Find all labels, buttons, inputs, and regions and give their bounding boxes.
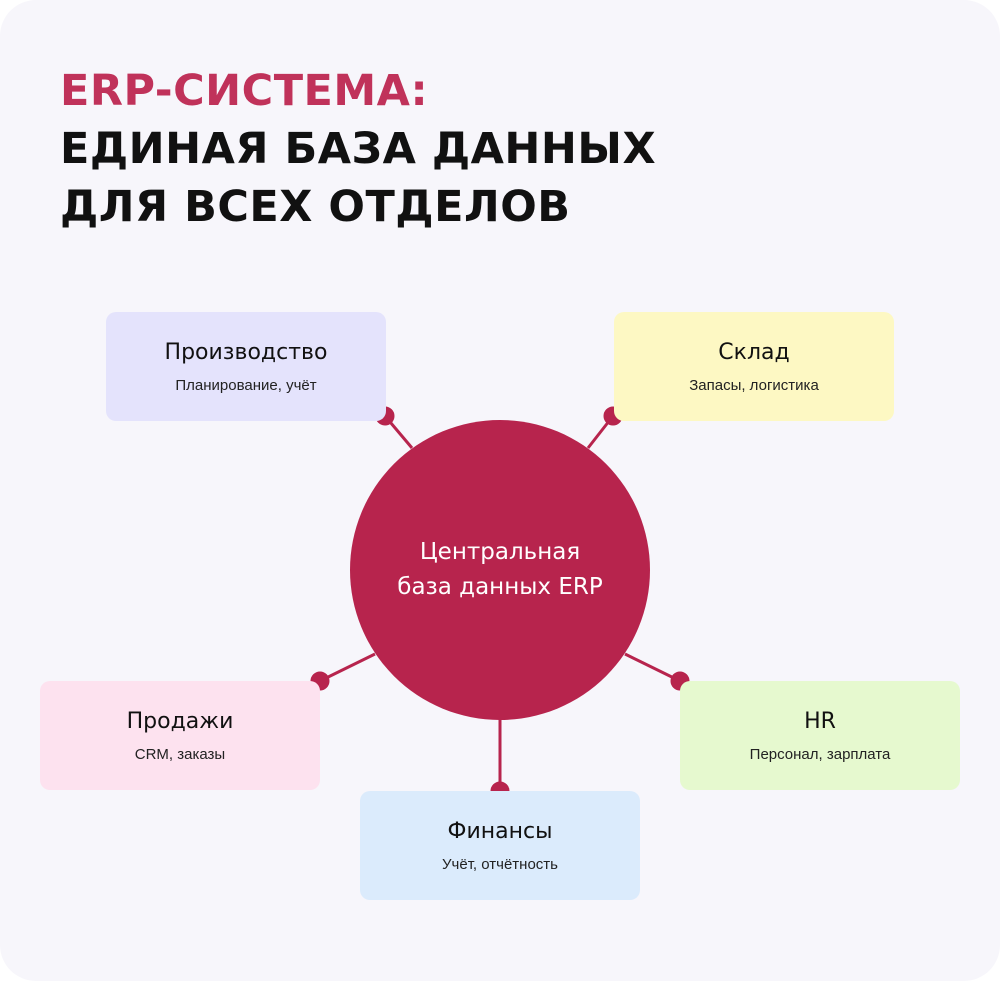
connector-hr	[624, 652, 681, 683]
department-name: Склад	[718, 340, 790, 365]
central-database-node: Центральная база данных ERP	[350, 420, 650, 720]
department-warehouse: Склад Запасы, логистика	[614, 312, 894, 421]
title-line-3: для всех отделов	[60, 182, 571, 232]
department-name: Продажи	[126, 709, 234, 734]
department-hr: HR Персонал, зарплата	[680, 681, 960, 790]
department-sales: Продажи CRM, заказы	[40, 681, 320, 790]
connector-sales	[319, 652, 376, 683]
department-name: HR	[804, 709, 836, 734]
department-production: Производство Планирование, учёт	[106, 312, 386, 421]
title-line-1: ERP-система:	[60, 66, 429, 116]
department-description: Персонал, зарплата	[749, 746, 891, 763]
department-description: Запасы, логистика	[689, 377, 819, 394]
page-title: ERP-система: Единая база данных для всех…	[60, 62, 656, 236]
department-name: Финансы	[447, 819, 553, 844]
department-description: CRM, заказы	[134, 746, 226, 763]
central-database-label: Центральная база данных ERP	[397, 539, 603, 600]
department-finance: Финансы Учёт, отчётность	[360, 791, 640, 900]
department-description: Планирование, учёт	[175, 377, 317, 394]
title-line-2: Единая база данных	[60, 124, 657, 174]
department-name: Производство	[164, 340, 328, 365]
department-description: Учёт, отчётность	[442, 856, 558, 873]
